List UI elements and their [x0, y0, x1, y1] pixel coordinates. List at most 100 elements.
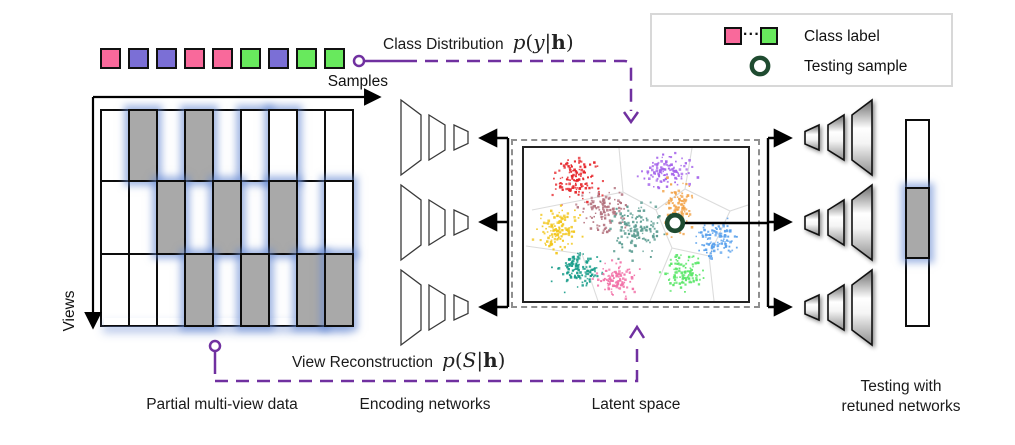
- caption-partial-multiview-data: Partial multi-view data: [146, 396, 298, 413]
- encoder-network-3: [400, 268, 469, 347]
- math-open-paren: (: [525, 30, 534, 54]
- sample-square-3: [156, 48, 177, 69]
- decoder-network-trapezoid: [827, 198, 845, 247]
- math-close-paren: ): [565, 30, 574, 54]
- sample-square-1: [100, 48, 121, 69]
- grid-cell-r3c5: [212, 253, 242, 327]
- encoder-network-trapezoid: [428, 113, 446, 162]
- grid-cell-r2c4: [184, 180, 214, 255]
- output-cell-3: [905, 257, 930, 327]
- encoder-network-2: [400, 183, 469, 262]
- encoder-network-trapezoid: [453, 293, 469, 322]
- grid-cell-r2c3: [156, 180, 186, 255]
- decoder-network-1: [804, 98, 873, 177]
- grid-cell-r2c9: [324, 180, 354, 255]
- scatter-points: [531, 151, 738, 300]
- sample-square-5: [212, 48, 233, 69]
- decoder-network-trapezoid: [804, 293, 820, 322]
- encoder-network-trapezoid: [400, 268, 422, 347]
- grid-cell-r3c2: [128, 253, 158, 327]
- grid-cell-r3c8: [296, 253, 326, 327]
- samples-axis-label: Samples: [327, 73, 388, 90]
- grid-cell-r2c2: [128, 180, 158, 255]
- grid-cell-r1c1: [100, 109, 130, 182]
- grid-cell-r2c8: [296, 180, 326, 255]
- cluster-violet-points: [636, 151, 700, 190]
- cluster-seagreen-points: [609, 201, 666, 262]
- decoder-network-trapezoid: [827, 113, 845, 162]
- math-y: y: [533, 30, 545, 54]
- encoder-network-trapezoid: [400, 98, 422, 177]
- decoder-network-trapezoid: [827, 283, 845, 332]
- caption-testing-line1: Testing with: [860, 378, 942, 395]
- cluster-red-points: [551, 156, 604, 206]
- math-script-s: S: [462, 348, 477, 372]
- encoder-network-trapezoid: [453, 208, 469, 237]
- legend-class-swatch-pink: [724, 27, 742, 45]
- grid-cell-r3c1: [100, 253, 130, 327]
- latent-scatter: [525, 148, 748, 301]
- view-reconstruction-label: View Reconstruction: [292, 354, 434, 371]
- math-p: p: [512, 30, 526, 54]
- decoder-network-trapezoid: [851, 268, 873, 347]
- output-cell-1: [905, 119, 930, 189]
- sample-square-7: [268, 48, 289, 69]
- cluster-blue-points: [695, 217, 738, 260]
- math-close-paren: ): [497, 348, 506, 372]
- legend-testing-ring-icon: [749, 55, 771, 77]
- grid-cell-r1c8: [296, 109, 326, 182]
- class-distribution-label: Class Distribution: [383, 36, 504, 53]
- grid-cell-r2c7: [268, 180, 298, 255]
- grid-cell-r1c7: [268, 109, 298, 182]
- view-reconstruction-formula: p(S|h): [442, 348, 505, 372]
- latent-space-box: [522, 146, 750, 303]
- sample-square-2: [128, 48, 149, 69]
- view-reconstruction-annotation: View Reconstruction p(S|h): [292, 348, 505, 372]
- grid-cell-r3c4: [184, 253, 214, 327]
- grid-cell-r2c5: [212, 180, 242, 255]
- cluster-green-points: [658, 254, 705, 293]
- sample-square-4: [184, 48, 205, 69]
- encoder-network-1: [400, 98, 469, 177]
- sample-square-9: [324, 48, 345, 69]
- math-open-paren: (: [454, 348, 463, 372]
- class-distribution-connector: [352, 54, 640, 125]
- legend-class-swatch-green: [760, 27, 778, 45]
- encoder-network-trapezoid: [453, 123, 469, 152]
- caption-testing-networks: Testing with retuned networks: [842, 377, 961, 417]
- encoder-network-trapezoid: [400, 183, 422, 262]
- grid-cell-r2c1: [100, 180, 130, 255]
- cluster-mauve-points: [575, 187, 628, 234]
- caption-testing-line2: retuned networks: [841, 398, 961, 415]
- decoder-network-2: [804, 183, 873, 262]
- grid-cell-r1c3: [156, 109, 186, 182]
- math-p: p: [442, 348, 455, 372]
- grid-cell-r1c2: [128, 109, 158, 182]
- cluster-yellow-points: [531, 204, 584, 255]
- decoder-network-trapezoid: [851, 183, 873, 262]
- math-h: h: [551, 30, 566, 54]
- encoder-network-trapezoid: [428, 283, 446, 332]
- grid-cell-r3c7: [268, 253, 298, 327]
- grid-cell-r2c6: [240, 180, 270, 255]
- class-distribution-formula: p(y|h): [513, 30, 574, 54]
- grid-cell-r3c3: [156, 253, 186, 327]
- output-cell-2: [905, 187, 930, 259]
- decoder-network-trapezoid: [851, 98, 873, 177]
- grid-cell-r1c4: [184, 109, 214, 182]
- legend-box: ··· Class label Testing sample: [650, 13, 953, 87]
- decoder-network-trapezoid: [804, 208, 820, 237]
- sample-square-8: [296, 48, 317, 69]
- decoder-network-trapezoid: [804, 123, 820, 152]
- grid-cell-r3c9: [324, 253, 354, 327]
- class-distribution-annotation: Class Distribution p(y|h): [383, 30, 574, 54]
- caption-latent-space: Latent space: [591, 396, 681, 413]
- views-axis-label: Views: [61, 290, 78, 332]
- grid-cell-r3c6: [240, 253, 270, 327]
- cluster-teal-points: [550, 252, 604, 294]
- decoder-network-3: [804, 268, 873, 347]
- encoder-network-trapezoid: [428, 198, 446, 247]
- sample-square-6: [240, 48, 261, 69]
- legend-class-label: Class label: [804, 28, 880, 45]
